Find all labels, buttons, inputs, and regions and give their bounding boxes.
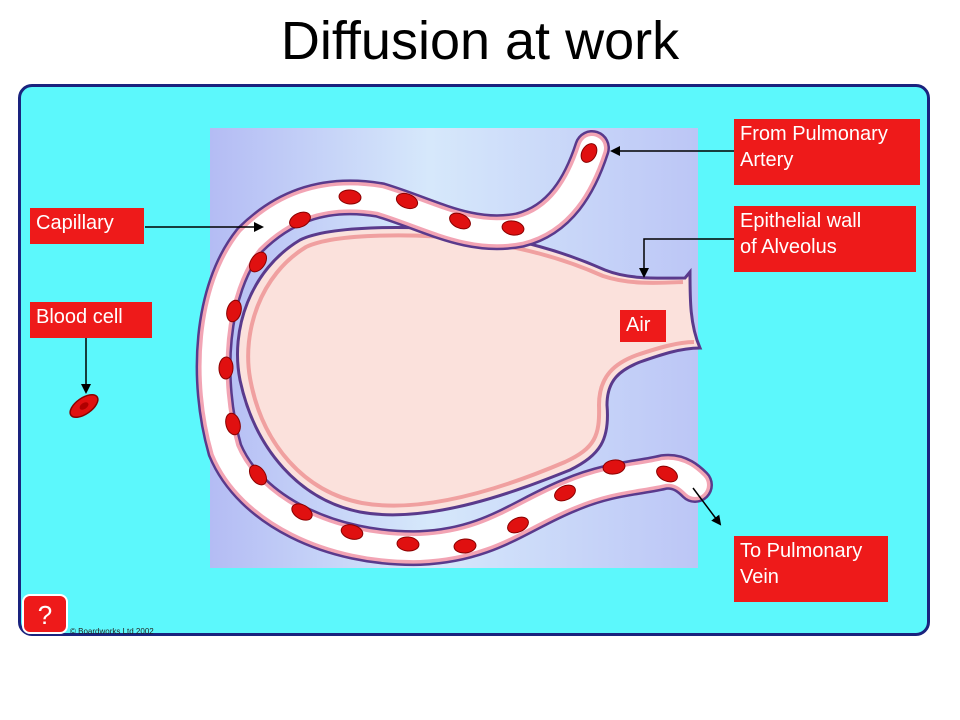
epithelial-wall-label: Epithelial wall of Alveolus xyxy=(734,206,916,272)
epithelial-line-1: Epithelial wall xyxy=(740,210,862,232)
blood-cell xyxy=(602,459,626,475)
from-pulmonary-artery-label: From Pulmonary Artery xyxy=(734,119,920,185)
to-vein-arrow xyxy=(692,487,722,526)
blood-cell xyxy=(554,484,576,502)
blood-cell xyxy=(453,538,477,554)
to-vein-line-1: To Pulmonary xyxy=(740,540,863,562)
blood-cell xyxy=(501,220,525,236)
blood-cell xyxy=(507,516,529,534)
blood-cell xyxy=(248,464,268,486)
blood-cell xyxy=(225,412,241,436)
epithelial-arrow xyxy=(639,238,735,278)
page-title: Diffusion at work xyxy=(280,11,680,71)
alveolus-inner-wall xyxy=(246,233,695,508)
capillary-label: Capillary xyxy=(30,208,144,244)
blood-cell xyxy=(580,143,598,163)
blood-cells xyxy=(218,143,678,554)
from-artery-line-2: Artery xyxy=(740,149,794,171)
blood-cell xyxy=(289,211,311,229)
blood-cell xyxy=(396,536,420,552)
blood-cell xyxy=(340,524,364,540)
to-pulmonary-vein-label: To Pulmonary Vein xyxy=(734,536,888,602)
blood-cell xyxy=(449,212,471,230)
blood-cell xyxy=(395,192,419,210)
blood-cell xyxy=(338,189,362,205)
air-label: Air xyxy=(620,310,666,342)
epithelial-line-2: of Alveolus xyxy=(740,236,837,258)
blood-cell xyxy=(656,465,678,483)
copyright-text: © Boardworks Ltd 2002 xyxy=(70,627,154,636)
blood-cell xyxy=(218,356,234,380)
blood-cell xyxy=(291,503,313,521)
help-button[interactable]: ? xyxy=(22,594,68,634)
blood-cell xyxy=(248,251,268,273)
blood-cell-example-center xyxy=(79,402,89,410)
blood-cell xyxy=(226,299,242,323)
blood-cell-label: Blood cell xyxy=(30,302,152,338)
from-artery-line-1: From Pulmonary xyxy=(740,123,888,145)
to-vein-line-2: Vein xyxy=(740,566,779,588)
